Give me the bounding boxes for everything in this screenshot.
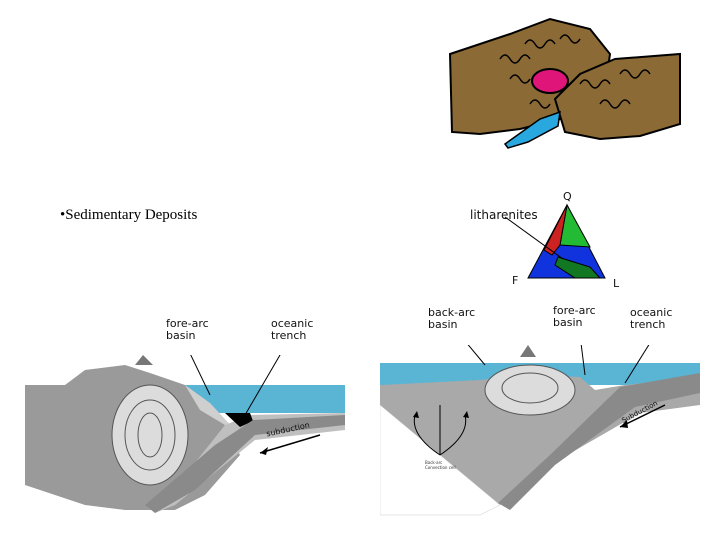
left-trench-fill [225,413,253,427]
left-subduction-arrow [259,434,321,454]
ternary-vertex-f: F [512,274,519,287]
left-forearc-pointer [190,355,211,396]
right-forearc-label: fore-arc basin [553,304,596,329]
right-convection-label: Back-arc Convection cell [425,460,456,470]
right-subduction-arrow [619,404,666,428]
left-pluton [111,384,189,486]
ternary-vertex-l: L [613,277,620,290]
mountain-sketch [448,17,681,149]
right-upper-mantle [380,404,501,516]
right-convection-arrows [413,405,467,456]
ternary-vertex-q: Q [563,190,572,203]
ternary-green-band [554,256,602,279]
sketch-water [503,110,561,149]
left-forearc-wedge [185,385,235,430]
left-trench-label: oceanic trench [271,317,314,342]
left-volcano [135,355,153,365]
ternary-red-field [543,204,568,256]
ternary-callout: litharenites [470,208,538,222]
right-backarc-label: back-arc basin [428,306,476,331]
left-forearc-label: fore-arc basin [166,317,209,342]
right-forearc-pointer [580,345,586,376]
left-subducting-slab [145,415,345,513]
right-backarc-pointer [467,345,486,366]
right-cross-section [380,345,700,516]
ternary-diagram [504,203,606,279]
right-subducting-slab [498,373,700,510]
right-trench-pointer [624,345,650,384]
left-cross-section [25,355,345,513]
sketch-pluton [531,68,569,94]
slide-bullet: •Sedimentary Deposits [60,207,198,223]
left-trench-pointer [244,355,281,416]
right-pluton [484,364,576,416]
sketch-rock-right [553,52,681,141]
ternary-callout-line [504,216,564,260]
right-volcano [520,345,536,357]
right-trench-label: oceanic trench [630,306,673,331]
